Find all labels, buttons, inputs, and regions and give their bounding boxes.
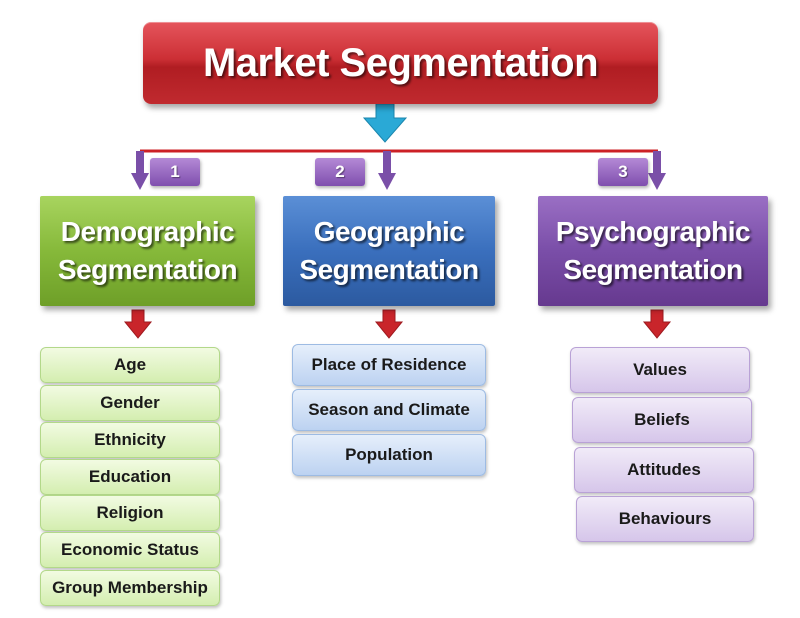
segment-number-1: 1	[150, 158, 200, 186]
arrow-shaft-2	[383, 151, 391, 175]
list-item-group-membership: Group Membership	[40, 570, 220, 606]
list-item-education: Education	[40, 459, 220, 495]
arrow-down-icon	[648, 173, 666, 190]
segment-box-demographic: Demographic Segmentation	[40, 196, 255, 306]
list-item-gender: Gender	[40, 385, 220, 421]
list-item-religion: Religion	[40, 495, 220, 531]
list-item-attitudes: Attitudes	[574, 447, 754, 493]
diagram-title: Market Segmentation	[202, 40, 599, 85]
segment-box-psychographic: Psychographic Segmentation	[538, 196, 768, 306]
list-item-place-of-residence: Place of Residence	[292, 344, 486, 386]
arrow-down-icon	[378, 173, 396, 190]
segment-number-3: 3	[598, 158, 648, 186]
title-box: Market Segmentation	[143, 22, 658, 104]
arrow-shaft-1	[136, 151, 144, 175]
list-item-values: Values	[570, 347, 750, 393]
segment-title-line2: Segmentation	[57, 254, 238, 285]
arrow-down-icon	[362, 103, 408, 143]
arrow-down-icon	[374, 309, 404, 339]
segment-number-2: 2	[315, 158, 365, 186]
segment-title-line2: Segmentation	[563, 254, 743, 285]
list-item-ethnicity: Ethnicity	[40, 422, 220, 458]
arrow-shaft-3	[653, 151, 661, 175]
segment-title-line1: Demographic	[60, 216, 235, 247]
list-item-beliefs: Beliefs	[572, 397, 752, 443]
list-item-season-and-climate: Season and Climate	[292, 389, 486, 431]
segment-box-geographic: Geographic Segmentation	[283, 196, 495, 306]
arrow-down-icon	[123, 309, 153, 339]
arrow-down-icon	[642, 309, 672, 339]
segment-title-line1: Geographic	[313, 216, 465, 247]
list-item-population: Population	[292, 434, 486, 476]
arrow-down-icon	[131, 173, 149, 190]
segment-title-line1: Psychographic	[555, 216, 751, 247]
list-item-behaviours: Behaviours	[576, 496, 754, 542]
list-item-age: Age	[40, 347, 220, 383]
segment-title-line2: Segmentation	[299, 254, 479, 285]
list-item-economic-status: Economic Status	[40, 532, 220, 568]
